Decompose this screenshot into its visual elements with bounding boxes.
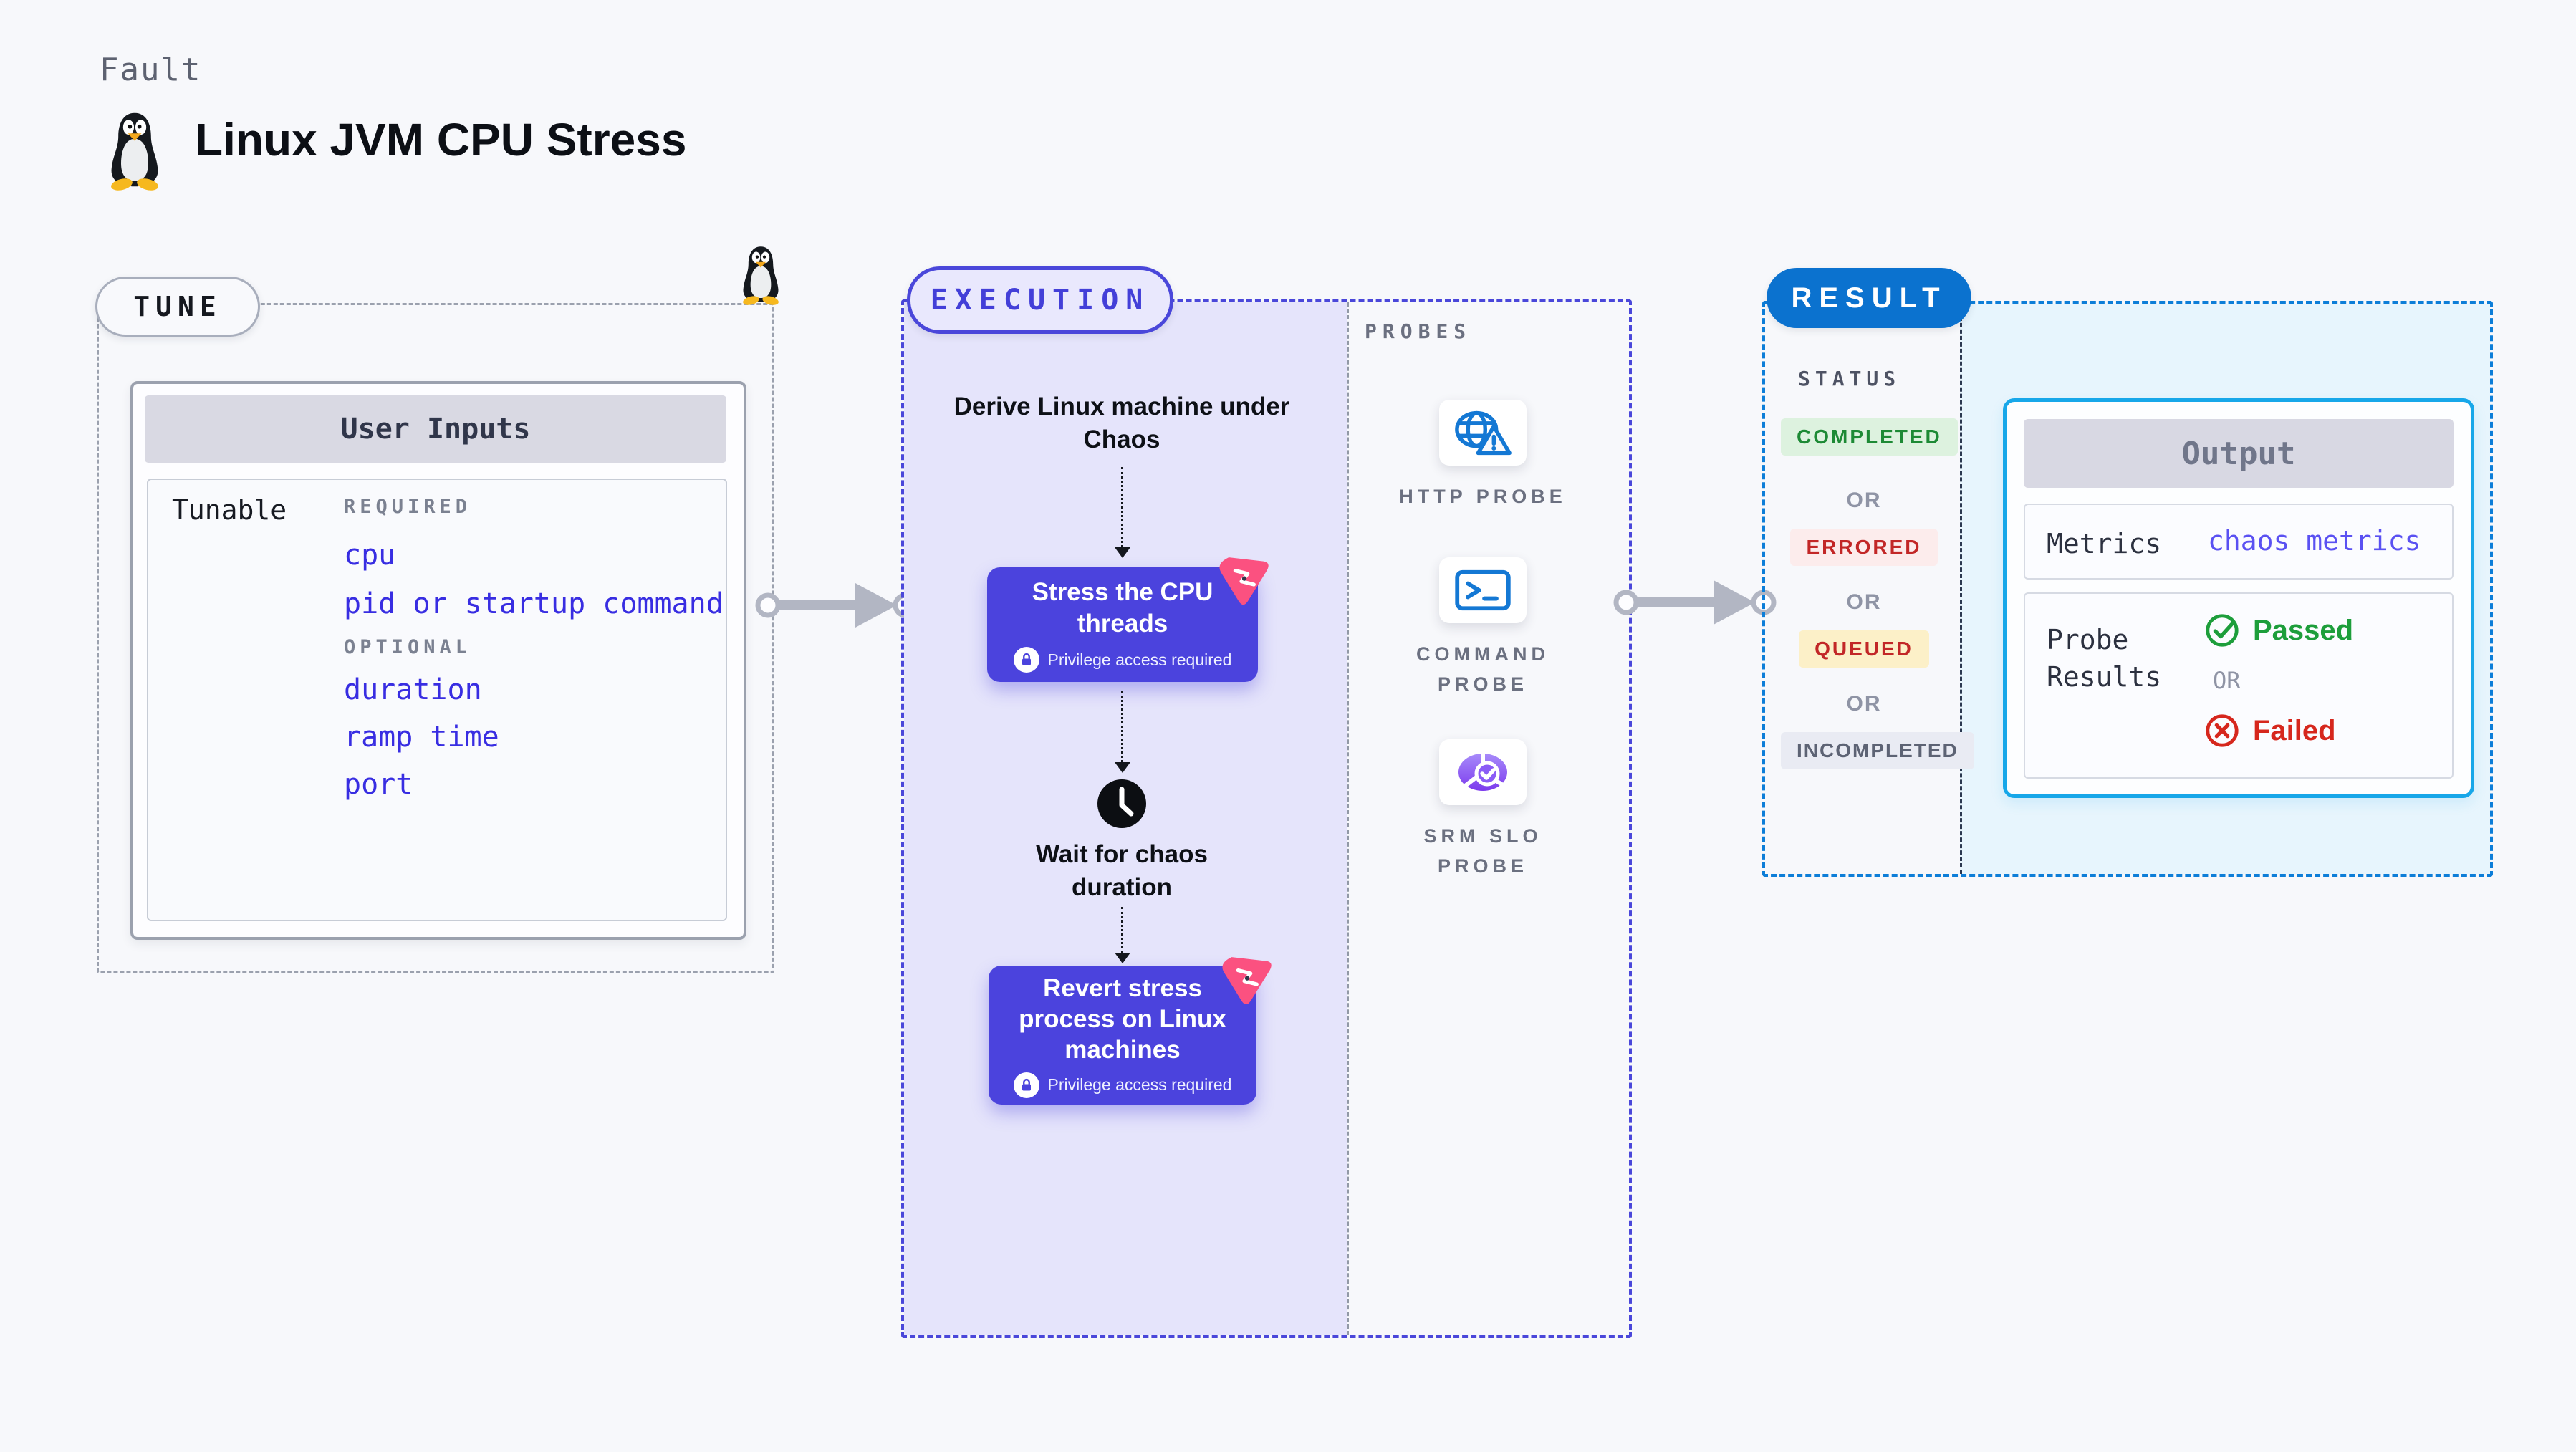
status-badge-incompleted: INCOMPLETED <box>1781 732 1974 769</box>
status-badge-errored: ERRORED <box>1781 529 1947 566</box>
x-circle-icon <box>2204 713 2240 749</box>
passed-label: Passed <box>2253 614 2354 646</box>
connector-arrow-icon <box>1115 762 1130 773</box>
privilege-row: Privilege access required <box>1013 647 1232 673</box>
tunable-row-label: Tunable <box>172 494 287 526</box>
step-stress-cpu-node: Stress the CPU threads Privilege access … <box>987 567 1258 682</box>
fault-kicker: Fault <box>100 52 202 88</box>
linux-tux-icon <box>100 109 169 191</box>
chaos-icon <box>1209 543 1279 612</box>
user-inputs-title: User Inputs <box>145 395 726 463</box>
step-derive-machine: Derive Linux machine under Chaos <box>953 393 1290 453</box>
status-badge-queued: QUEUED <box>1781 630 1947 668</box>
tune-panel <box>97 303 774 973</box>
status-divider <box>1960 304 1962 874</box>
status-label: STATUS <box>1798 367 1901 390</box>
step-connector <box>1121 691 1123 762</box>
stress-cpu-label: Stress the CPU threads <box>1032 578 1213 638</box>
connector-arrow-icon <box>1115 953 1130 963</box>
globe-warning-icon <box>1453 408 1513 458</box>
command-probe-card <box>1439 557 1527 623</box>
arrow-right-icon <box>754 573 918 638</box>
probe-results-values: Passed OR Failed <box>2204 612 2448 749</box>
execution-badge: EXECUTION <box>907 266 1173 334</box>
privilege-note: Privilege access required <box>1047 650 1232 669</box>
srm-slo-probe-label: SRM SLO PROBE <box>1423 825 1542 877</box>
or-separator: OR <box>2213 667 2241 694</box>
optional-group-label: OPTIONAL <box>344 636 472 658</box>
srm-slo-probe-card <box>1439 739 1527 805</box>
tunable-link-pid-or-startup-command[interactable]: pid or startup command <box>344 587 724 620</box>
tunable-link-duration[interactable]: duration <box>344 673 482 706</box>
metrics-label: Metrics <box>2047 528 2162 559</box>
linux-tux-small-icon <box>735 244 787 305</box>
failed-label: Failed <box>2253 714 2336 746</box>
page-title: Linux JVM CPU Stress <box>195 114 687 165</box>
tunable-link-ramp-time[interactable]: ramp time <box>344 721 499 754</box>
step-revert-stress-node: Revert stress process on Linux machines … <box>989 966 1256 1105</box>
chaos-icon <box>1212 943 1282 1012</box>
metrics-value-link[interactable]: chaos metrics <box>2208 525 2421 557</box>
tunable-link-port[interactable]: port <box>344 768 413 801</box>
status-badge-completed: COMPLETED <box>1781 418 1958 456</box>
probes-title: PROBES <box>1365 319 1472 343</box>
command-probe-label: COMMAND PROBE <box>1416 643 1549 695</box>
privilege-note: Privilege access required <box>1047 1075 1232 1094</box>
output-title: Output <box>2024 419 2454 488</box>
or-separator: OR <box>1846 489 1882 512</box>
probe-results-row: Probe Results Passed OR Failed <box>2024 592 2454 779</box>
or-separator: OR <box>1846 590 1882 614</box>
step-connector <box>1121 467 1123 547</box>
revert-stress-label: Revert stress process on Linux machines <box>1019 973 1226 1064</box>
terminal-icon <box>1454 568 1512 612</box>
check-circle-icon <box>2204 612 2240 648</box>
probe-results-label: Probe Results <box>2047 624 2162 693</box>
probes-divider <box>1347 302 1349 1335</box>
step-connector <box>1121 907 1123 953</box>
http-probe-card <box>1439 400 1527 466</box>
privilege-row: Privilege access required <box>1013 1072 1232 1098</box>
http-probe-label: HTTP PROBE <box>1399 486 1567 507</box>
tunable-link-cpu[interactable]: cpu <box>344 539 396 572</box>
tune-badge: TUNE <box>95 277 260 337</box>
step-wait-duration: Wait for chaos duration <box>1036 840 1208 901</box>
result-badge: RESULT <box>1767 268 1971 328</box>
connector-arrow-icon <box>1115 547 1130 558</box>
required-group-label: REQUIRED <box>344 496 472 518</box>
tunable-box <box>147 479 727 921</box>
lock-icon <box>1013 647 1039 673</box>
lock-icon <box>1013 1072 1039 1098</box>
or-separator: OR <box>1846 692 1882 716</box>
slo-donut-icon <box>1453 749 1513 796</box>
arrow-right-icon <box>1612 570 1777 635</box>
failed-row: Failed <box>2204 713 2448 749</box>
metrics-row: Metrics chaos metrics <box>2024 504 2454 580</box>
passed-row: Passed <box>2204 612 2448 648</box>
output-card: Output Metrics chaos metrics Probe Resul… <box>2003 398 2474 798</box>
clock-icon <box>1096 778 1148 830</box>
